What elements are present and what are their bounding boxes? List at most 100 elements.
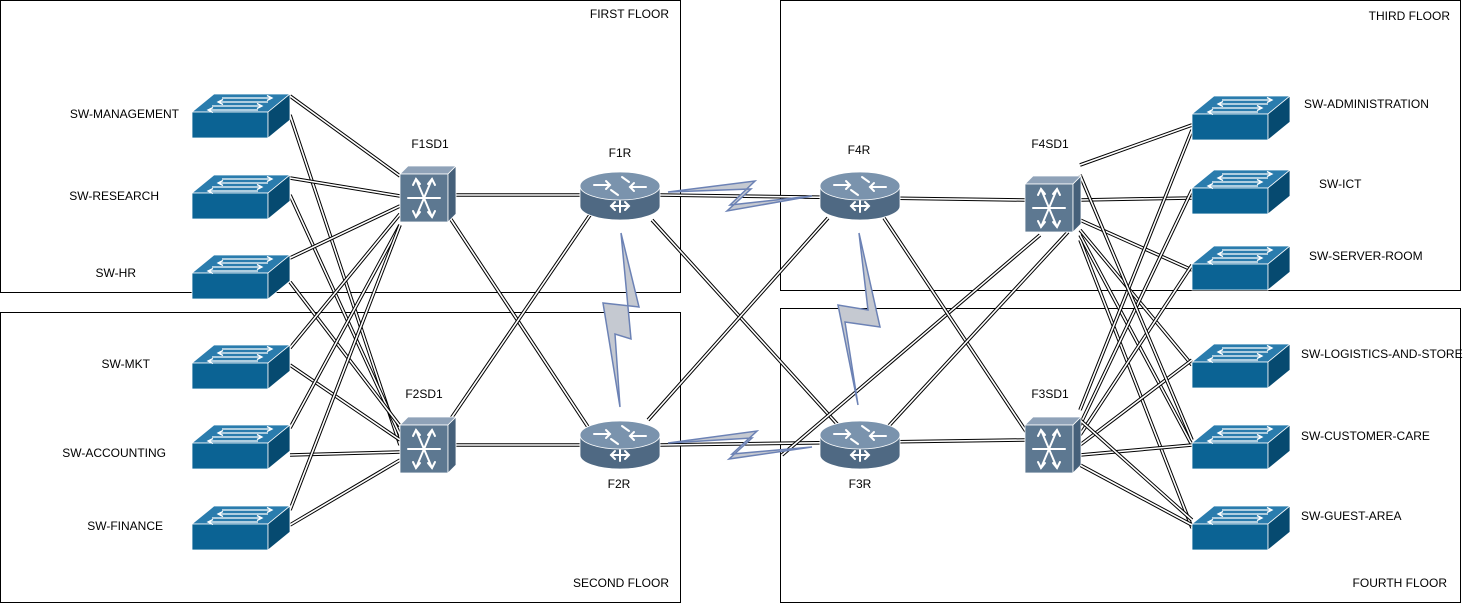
router-icon [579,171,661,221]
access-switch-mkt[interactable]: SW-MKT [102,344,291,390]
switch-icon [191,254,291,300]
ethernet-link-gap [1079,229,1193,366]
switch-label: SW-GUEST-AREA [1301,509,1401,523]
network-links [288,94,1194,529]
ethernet-link-gap [1079,124,1193,166]
ethernet-link-gap [1079,464,1193,526]
switch-label: SW-ADMINISTRATION [1304,97,1429,111]
ethernet-link-gap [1079,264,1193,436]
switch-label: SW-LOGISTICS-AND-STORE [1301,347,1463,361]
ethernet-link-gap [883,217,1036,446]
ethernet-link-gap [1079,444,1193,456]
multilayer-switch-icon [1024,416,1082,474]
access-switch-ict[interactable]: SW-ICT [1191,169,1362,215]
switch-label: SW-MKT [102,357,151,371]
device-label: F4R [848,143,871,157]
access-switch-customer-care[interactable]: SW-CUSTOMER-CARE [1191,424,1430,470]
distribution-switch-f1sd1[interactable]: F1SD1 [399,137,457,223]
ethernet-link-gap [289,95,401,177]
multilayer-switch-icon [1024,175,1082,233]
access-switch-finance[interactable]: SW-FINANCE [87,505,291,551]
router-f3r[interactable]: F3R [819,420,901,491]
switch-icon [191,505,291,551]
switch-label: SW-SERVER-ROOM [1309,249,1423,263]
ethernet-link-gap [781,234,1041,456]
device-label: F3R [849,477,872,491]
room-label-fourth-floor: FOURTH FLOOR [1353,576,1448,590]
ethernet-link-gap [1079,219,1193,271]
ethernet-link-gap [1079,174,1193,441]
device-label: F4SD1 [1031,137,1069,151]
ethernet-link-gap [289,451,401,456]
multilayer-switch-icon [399,416,457,474]
device-label: F3SD1 [1031,387,1069,401]
access-switch-server-room[interactable]: SW-SERVER-ROOM [1191,245,1423,291]
switch-icon [1191,424,1291,470]
access-switch-research[interactable]: SW-RESEARCH [69,174,291,220]
distribution-switch-f2sd1[interactable]: F2SD1 [399,387,457,474]
router-f1r[interactable]: F1R [579,146,661,221]
switch-icon [191,93,291,139]
access-switch-management[interactable]: SW-MANAGEMENT [70,93,291,139]
ethernet-link-gap [289,281,401,427]
switch-icon [1191,95,1291,141]
ethernet-link-gap [289,213,401,349]
ethernet-link-gap [289,205,401,259]
device-label: F1R [609,146,632,160]
wan-link-f4r-f3r [837,232,881,406]
access-switch-logistics-and-store[interactable]: SW-LOGISTICS-AND-STORE [1191,343,1463,389]
ethernet-link-gap [1079,359,1193,446]
device-label: F1SD1 [411,137,449,151]
ethernet-link-gap [289,459,401,526]
multilayer-switch-icon [399,165,457,223]
ethernet-link-gap [449,217,591,431]
switch-icon [1191,169,1291,215]
ethernet-link-gap [1079,419,1193,521]
switch-icon [1191,505,1291,551]
room-label-third-floor: THIRD FLOOR [1369,9,1451,23]
device-label: F2R [608,477,631,491]
ethernet-link-gap [449,214,591,421]
switch-label: SW-ACCOUNTING [62,446,166,460]
wan-link-f2r-f3r [667,429,813,461]
access-switch-hr[interactable]: SW-HR [96,254,291,300]
switch-label: SW-HR [96,266,137,280]
ethernet-link-gap [289,224,401,429]
wan-link-f1r-f2r [602,232,640,408]
room-first-floor: FIRST FLOOR [0,0,681,293]
ethernet-link-gap [289,177,401,197]
ethernet-link-gap [1079,234,1193,446]
ethernet-link-gap [289,364,401,441]
switch-icon [1191,245,1291,291]
switch-icon [191,344,291,390]
router-icon [819,420,901,470]
ethernet-link-gap [651,219,839,426]
distribution-switch-f4sd1[interactable]: F4SD1 [1024,137,1082,233]
switch-icon [1191,343,1291,389]
distribution-switch-f3sd1[interactable]: F3SD1 [1024,387,1082,474]
router-f4r[interactable]: F4R [819,143,901,221]
router-icon [579,420,661,470]
switch-label: SW-FINANCE [87,519,163,533]
ethernet-link-gap [289,224,401,511]
room-third-floor: THIRD FLOOR [780,0,1461,291]
access-switch-guest-area[interactable]: SW-GUEST-AREA [1191,505,1401,551]
switch-label: SW-ICT [1319,177,1362,191]
router-f2r[interactable]: F2R [579,420,661,491]
ethernet-link-gap [1079,239,1193,529]
ethernet-link-gap [884,231,1069,431]
ethernet-link-gap [289,194,401,436]
ethernet-link-gap [1079,197,1193,201]
room-label-second-floor: SECOND FLOOR [573,576,669,590]
ethernet-link-gap [647,217,829,421]
router-icon [819,171,901,221]
room-label-first-floor: FIRST FLOOR [590,7,669,21]
device-label: F2SD1 [405,387,443,401]
switch-label: SW-MANAGEMENT [70,107,180,121]
access-switch-administration[interactable]: SW-ADMINISTRATION [1191,95,1429,141]
switch-label: SW-CUSTOMER-CARE [1301,429,1430,443]
wan-links [602,179,881,461]
access-switch-accounting[interactable]: SW-ACCOUNTING [62,424,291,470]
switch-icon [191,424,291,470]
